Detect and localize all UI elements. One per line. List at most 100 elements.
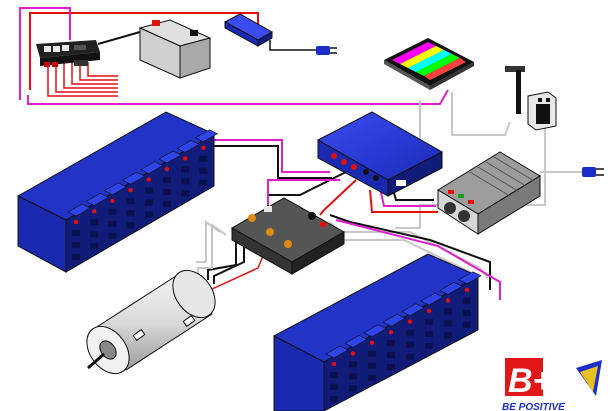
battery-cell-vent <box>163 201 171 207</box>
battery-terminal <box>426 308 432 314</box>
battery-terminal <box>331 361 337 367</box>
battery-cell-vent <box>463 321 471 328</box>
battery-cell <box>439 282 463 295</box>
battery-cell-vent <box>199 167 208 174</box>
battery-cell <box>140 161 164 174</box>
contactor-box <box>230 197 346 275</box>
battery-cell <box>85 193 109 206</box>
battery-cell <box>176 140 200 153</box>
battery-cell-vent <box>425 343 433 349</box>
be-positive-logo: B+ BE POSITIVE <box>502 358 602 411</box>
battery-cell-vent <box>199 155 208 162</box>
battery-terminal <box>350 351 356 356</box>
antenna-module <box>505 66 557 131</box>
battery-cell <box>363 324 387 338</box>
battery-terminal <box>164 166 170 172</box>
battery-cell-vent <box>90 231 99 238</box>
battery-cell-vent <box>349 385 357 392</box>
battery-cell <box>382 313 406 327</box>
battery-cell-vent <box>163 177 171 183</box>
battery-cell-vent <box>90 219 99 226</box>
battery-cell <box>194 129 219 143</box>
battery-cell <box>67 203 91 217</box>
battery-cell-vent <box>144 187 153 194</box>
battery-terminal <box>73 219 79 225</box>
battery-cell-vent <box>72 230 80 236</box>
battery-cell-vent <box>72 254 80 260</box>
battery-terminal <box>92 209 97 214</box>
battery-cell <box>158 150 182 164</box>
battery-cell-vent <box>163 189 171 195</box>
battery-cell-vent <box>108 220 117 227</box>
battery-cell-vent <box>387 364 395 371</box>
battery-cell-vent <box>368 350 376 357</box>
battery-terminal <box>464 287 470 292</box>
electric-motor <box>86 269 216 375</box>
power-plug-icon <box>316 46 337 55</box>
battery-cell-vent <box>181 178 190 185</box>
battery-cell-vent <box>368 362 376 369</box>
battery-cell-vent <box>463 309 471 316</box>
power-plug-icon <box>582 167 604 177</box>
battery-cell-vent <box>126 222 135 229</box>
battery-cell-vent <box>349 361 357 368</box>
battery-cell-vent <box>387 340 395 347</box>
battery-cell <box>401 303 425 316</box>
small-charger <box>223 13 274 47</box>
controller-unit: controller <box>36 40 100 81</box>
motor-controller <box>316 111 444 197</box>
battery-bank-right <box>272 253 482 411</box>
battery-bank-left <box>16 111 219 273</box>
battery-cell-vent <box>406 329 414 336</box>
battery-cell-vent <box>406 341 414 348</box>
battery-terminal <box>183 156 188 161</box>
battery-terminal <box>445 298 451 303</box>
battery-cells <box>67 129 219 260</box>
battery-cell-vent <box>425 331 433 337</box>
battery-terminal <box>128 188 133 193</box>
battery-cell-vent <box>181 166 190 173</box>
battery-terminal <box>369 340 375 345</box>
battery-cell <box>121 171 146 185</box>
battery-cell-vent <box>349 373 357 380</box>
battery-cell <box>325 345 349 359</box>
battery-terminal <box>388 330 394 335</box>
battery-cell-vent <box>90 243 99 250</box>
wires <box>19 7 582 300</box>
battery-cell-vent <box>406 353 414 360</box>
battery-cell-vent <box>199 179 208 186</box>
battery-cell-vent <box>330 396 338 402</box>
battery-cell-vent <box>330 372 338 378</box>
battery-cell-vent <box>108 208 117 215</box>
battery-cell-vent <box>144 211 153 218</box>
battery-cell-vent <box>126 210 135 217</box>
battery-terminal <box>201 145 206 150</box>
battery-cell <box>344 335 368 348</box>
battery-cell-vent <box>144 199 153 206</box>
battery-cell-vent <box>463 297 471 304</box>
battery-cell-vent <box>330 384 338 390</box>
battery-terminal <box>110 198 115 203</box>
small-battery <box>138 19 212 79</box>
battery-cell <box>458 271 482 285</box>
logo-text: BE POSITIVE <box>502 402 565 411</box>
battery-cell-vent <box>444 308 452 315</box>
battery-terminal <box>407 319 413 324</box>
battery-cell-vent <box>108 232 117 239</box>
tablet-display <box>384 38 474 90</box>
controller-label: controller <box>70 78 75 81</box>
battery-cell-vent <box>425 319 433 325</box>
battery-cell-vent <box>72 242 80 248</box>
logo-mark: B+ <box>508 362 553 400</box>
battery-cell <box>420 292 444 306</box>
battery-cell-vent <box>368 374 376 381</box>
battery-cell-vent <box>444 320 452 327</box>
battery-cell-vent <box>126 198 135 205</box>
battery-cell <box>103 182 128 196</box>
battery-cell-vent <box>387 352 395 359</box>
battery-cell-vent <box>181 190 190 197</box>
battery-terminal <box>146 177 151 182</box>
battery-cells <box>325 271 482 402</box>
battery-cell-vent <box>444 332 452 339</box>
